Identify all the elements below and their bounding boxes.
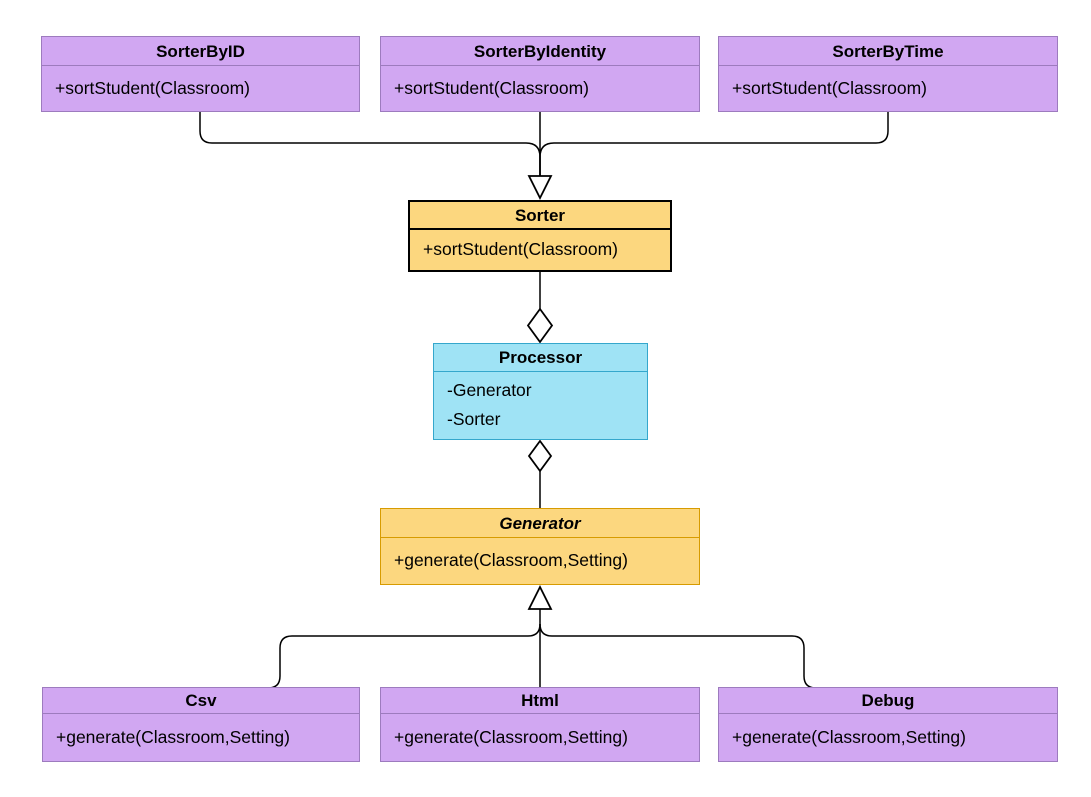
class-title-csv: Csv (43, 688, 359, 714)
aggregation-diamond-processor-generator (527, 439, 553, 473)
member-processor-sorter: -Sorter (447, 408, 501, 429)
class-title-sorterbyid: SorterByID (42, 37, 359, 66)
class-box-sorterbyid: SorterByID +sortStudent(Classroom) (41, 36, 360, 112)
class-title-html: Html (381, 688, 699, 714)
generalization-arrowhead-sorter (527, 175, 553, 201)
connector-sorterbyid-to-sorter (199, 112, 541, 176)
class-box-sorterbyidentity: SorterByIdentity +sortStudent(Classroom) (380, 36, 700, 112)
class-box-processor: Processor -Generator -Sorter (433, 343, 648, 440)
class-title-sorterbyidentity: SorterByIdentity (381, 37, 699, 66)
aggregation-diamond-processor-sorter (526, 307, 554, 344)
connector-debug-to-generator (539, 623, 888, 689)
member-generator-generate: +generate(Classroom,Setting) (394, 550, 628, 571)
class-box-csv: Csv +generate(Classroom,Setting) (42, 687, 360, 762)
member-debug-generate: +generate(Classroom,Setting) (732, 726, 966, 747)
class-box-sorter: Sorter +sortStudent(Classroom) (408, 200, 672, 272)
class-title-processor: Processor (434, 344, 647, 372)
class-title-sorterbytime: SorterByTime (719, 37, 1057, 66)
connector-sorterbytime-to-sorter (539, 112, 889, 176)
member-html-generate: +generate(Classroom,Setting) (394, 726, 628, 747)
member-sorterbytime-sortstudent: +sortStudent(Classroom) (732, 77, 928, 98)
member-sorterbyidentity-sortstudent: +sortStudent(Classroom) (394, 77, 590, 98)
member-sorter-sortstudent: +sortStudent(Classroom) (423, 239, 619, 260)
member-csv-generate: +generate(Classroom,Setting) (56, 726, 290, 747)
member-sorterbyid-sortstudent: +sortStudent(Classroom) (55, 77, 251, 98)
class-title-generator: Generator (381, 509, 699, 538)
class-box-generator: Generator +generate(Classroom,Setting) (380, 508, 700, 585)
class-title-debug: Debug (719, 688, 1057, 714)
class-box-sorterbytime: SorterByTime +sortStudent(Classroom) (718, 36, 1058, 112)
class-title-sorter: Sorter (410, 202, 670, 230)
member-processor-generator: -Generator (447, 380, 532, 400)
class-box-html: Html +generate(Classroom,Setting) (380, 687, 700, 762)
generalization-arrowhead-generator (527, 584, 553, 610)
connector-csv-to-generator (201, 623, 541, 689)
class-box-debug: Debug +generate(Classroom,Setting) (718, 687, 1058, 762)
